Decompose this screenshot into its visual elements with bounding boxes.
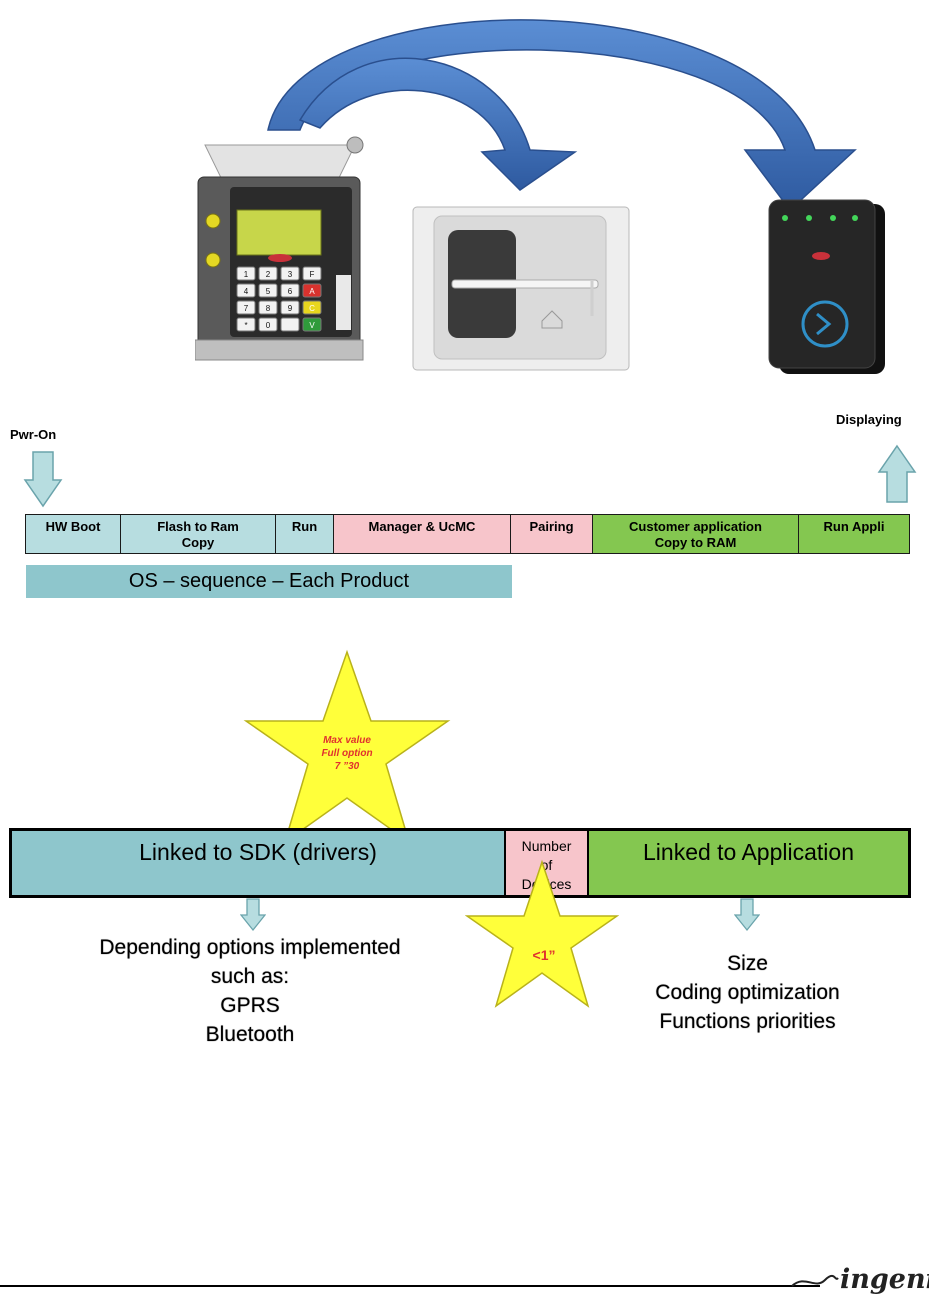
- keypad-key-label: V: [309, 321, 315, 330]
- keypad-key-label: 8: [266, 304, 271, 313]
- sdk-section: Linked to SDK (drivers): [12, 831, 506, 895]
- star-top-line-2: Full option: [321, 748, 372, 759]
- segment-run: Run: [276, 515, 334, 553]
- keypad-key-label: 3: [288, 270, 293, 279]
- logo-swash-icon: [791, 1275, 839, 1287]
- footer-divider: [0, 1285, 820, 1287]
- pin-pad-terminal-image: 1 2 3 F 4 5 6 A 7 8 9 C * 0 V: [195, 136, 364, 361]
- segment-flash-to-ram: Flash to Ram Copy: [121, 515, 276, 553]
- keypad-key: [258, 300, 278, 315]
- arrow-to-reader: [267, 19, 857, 212]
- segment-run-appli: Run Appli: [799, 515, 909, 553]
- keypad-key: [236, 300, 256, 315]
- keypad-key-label: 9: [288, 304, 293, 313]
- arrow-down-icon: [734, 898, 760, 932]
- keypad-key: [280, 317, 300, 332]
- power-on-label: Pwr-On: [10, 427, 57, 442]
- application-factors-note: Size Coding optimization Functions prior…: [655, 952, 840, 1033]
- keypad-key: [236, 317, 256, 332]
- application-section: Linked to Application: [589, 831, 908, 895]
- boot-timeline: HW Boot Flash to Ram Copy Run Manager & …: [25, 514, 910, 554]
- keypad-key-label: 5: [266, 287, 271, 296]
- keypad-key: [280, 266, 300, 281]
- ingenico-logo: ingenico: [840, 1264, 929, 1295]
- keypad-key: [236, 266, 256, 281]
- keypad-key-label: 7: [244, 304, 249, 313]
- keypad-key: [258, 283, 278, 298]
- star-top-line-1: Max value: [323, 735, 371, 746]
- keypad-key: [258, 317, 278, 332]
- star-top-line-3: 7 ”30: [335, 761, 360, 772]
- displaying-label: Displaying: [836, 412, 902, 427]
- keypad-key-label: A: [309, 287, 315, 296]
- keypad-key-label: 2: [266, 270, 271, 279]
- keypad-key: [258, 266, 278, 281]
- keypad-key: [280, 300, 300, 315]
- keypad-key-label: C: [309, 304, 315, 313]
- arrow-down-icon: [240, 898, 266, 932]
- keypad-key: [236, 283, 256, 298]
- keypad-key: [302, 266, 322, 281]
- sdk-options-note: Depending options implemented such as: G…: [99, 936, 401, 1046]
- arrow-to-slot: [298, 57, 578, 191]
- keypad-key: [302, 300, 322, 315]
- arrow-up-icon: [877, 444, 917, 503]
- keypad-key-label: 4: [244, 287, 249, 296]
- star-bottom-text: <1”: [533, 947, 556, 963]
- keypad-key-label: 0: [266, 321, 271, 330]
- keypad-key: [302, 317, 322, 332]
- contactless-reader-image: [768, 199, 885, 374]
- keypad-key-label: 1: [244, 270, 249, 279]
- time-breakdown-bar: Linked to SDK (drivers) Number of Device…: [9, 828, 911, 898]
- segment-customer-app: Customer application Copy to RAM: [593, 515, 799, 553]
- keypad-key-label: *: [244, 321, 247, 330]
- card-reader-slot-image: [412, 206, 630, 371]
- keypad-key: [280, 283, 300, 298]
- keypad-key-label: 6: [288, 287, 293, 296]
- star-less-than-1: <1”: [465, 859, 619, 1008]
- keypad-key-label: F: [310, 270, 315, 279]
- keypad-key: [302, 283, 322, 298]
- os-sequence-bar: OS – sequence – Each Product: [26, 565, 512, 598]
- star-max-value: Max value Full option 7 ”30: [243, 649, 451, 844]
- segment-manager: Manager & UcMC: [334, 515, 511, 553]
- arrow-down-icon: [23, 451, 63, 508]
- curved-arrows: [267, 19, 857, 212]
- segment-pairing: Pairing: [511, 515, 593, 553]
- segment-hw-boot: HW Boot: [26, 515, 121, 553]
